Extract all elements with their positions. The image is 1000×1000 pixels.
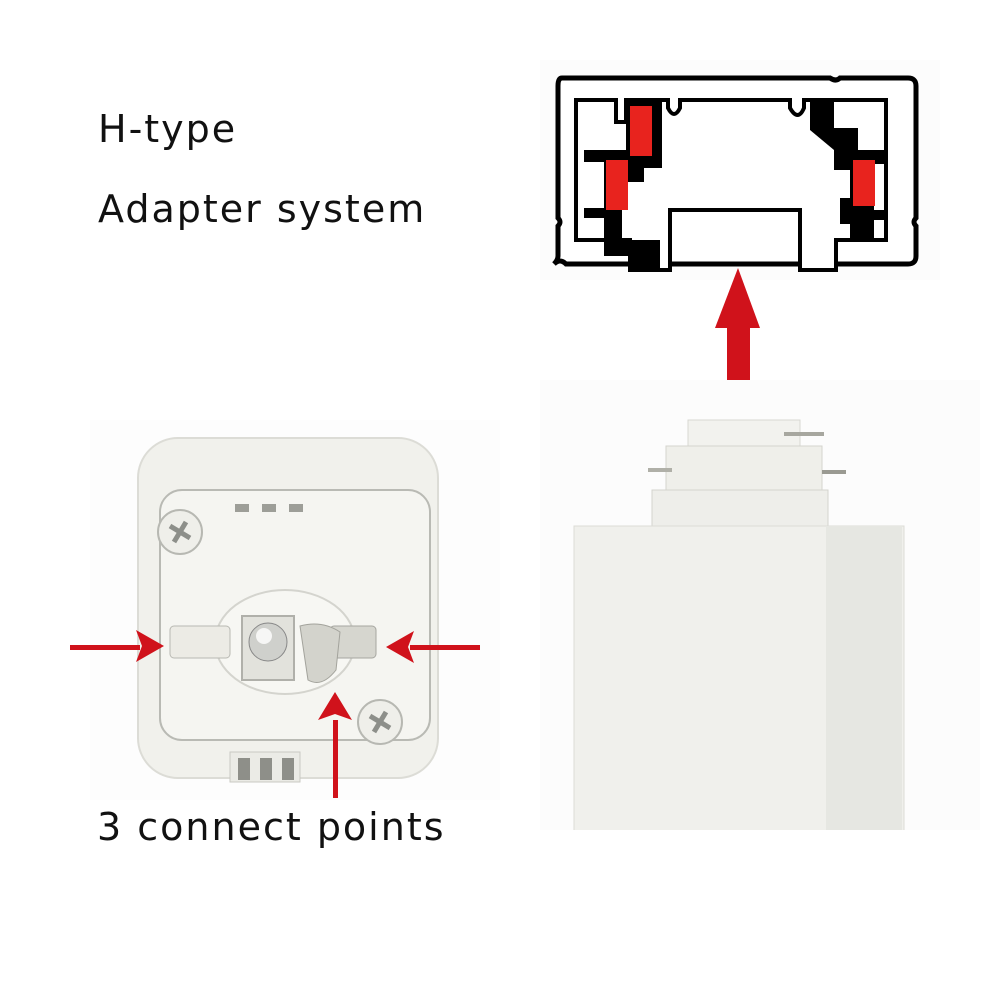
title-h-type: H-type xyxy=(98,107,238,151)
title-adapter-system: Adapter system xyxy=(98,187,427,231)
arrow-up-icon xyxy=(715,268,760,392)
adapter-underside-photo xyxy=(90,420,500,800)
track-cross-section-diagram xyxy=(540,60,940,280)
screw-icon xyxy=(357,699,403,745)
screw-icon xyxy=(157,509,203,555)
adapter-side-photo xyxy=(540,380,980,830)
caption-connect-points: 3 connect points xyxy=(97,805,446,849)
contact-pin xyxy=(648,468,672,472)
